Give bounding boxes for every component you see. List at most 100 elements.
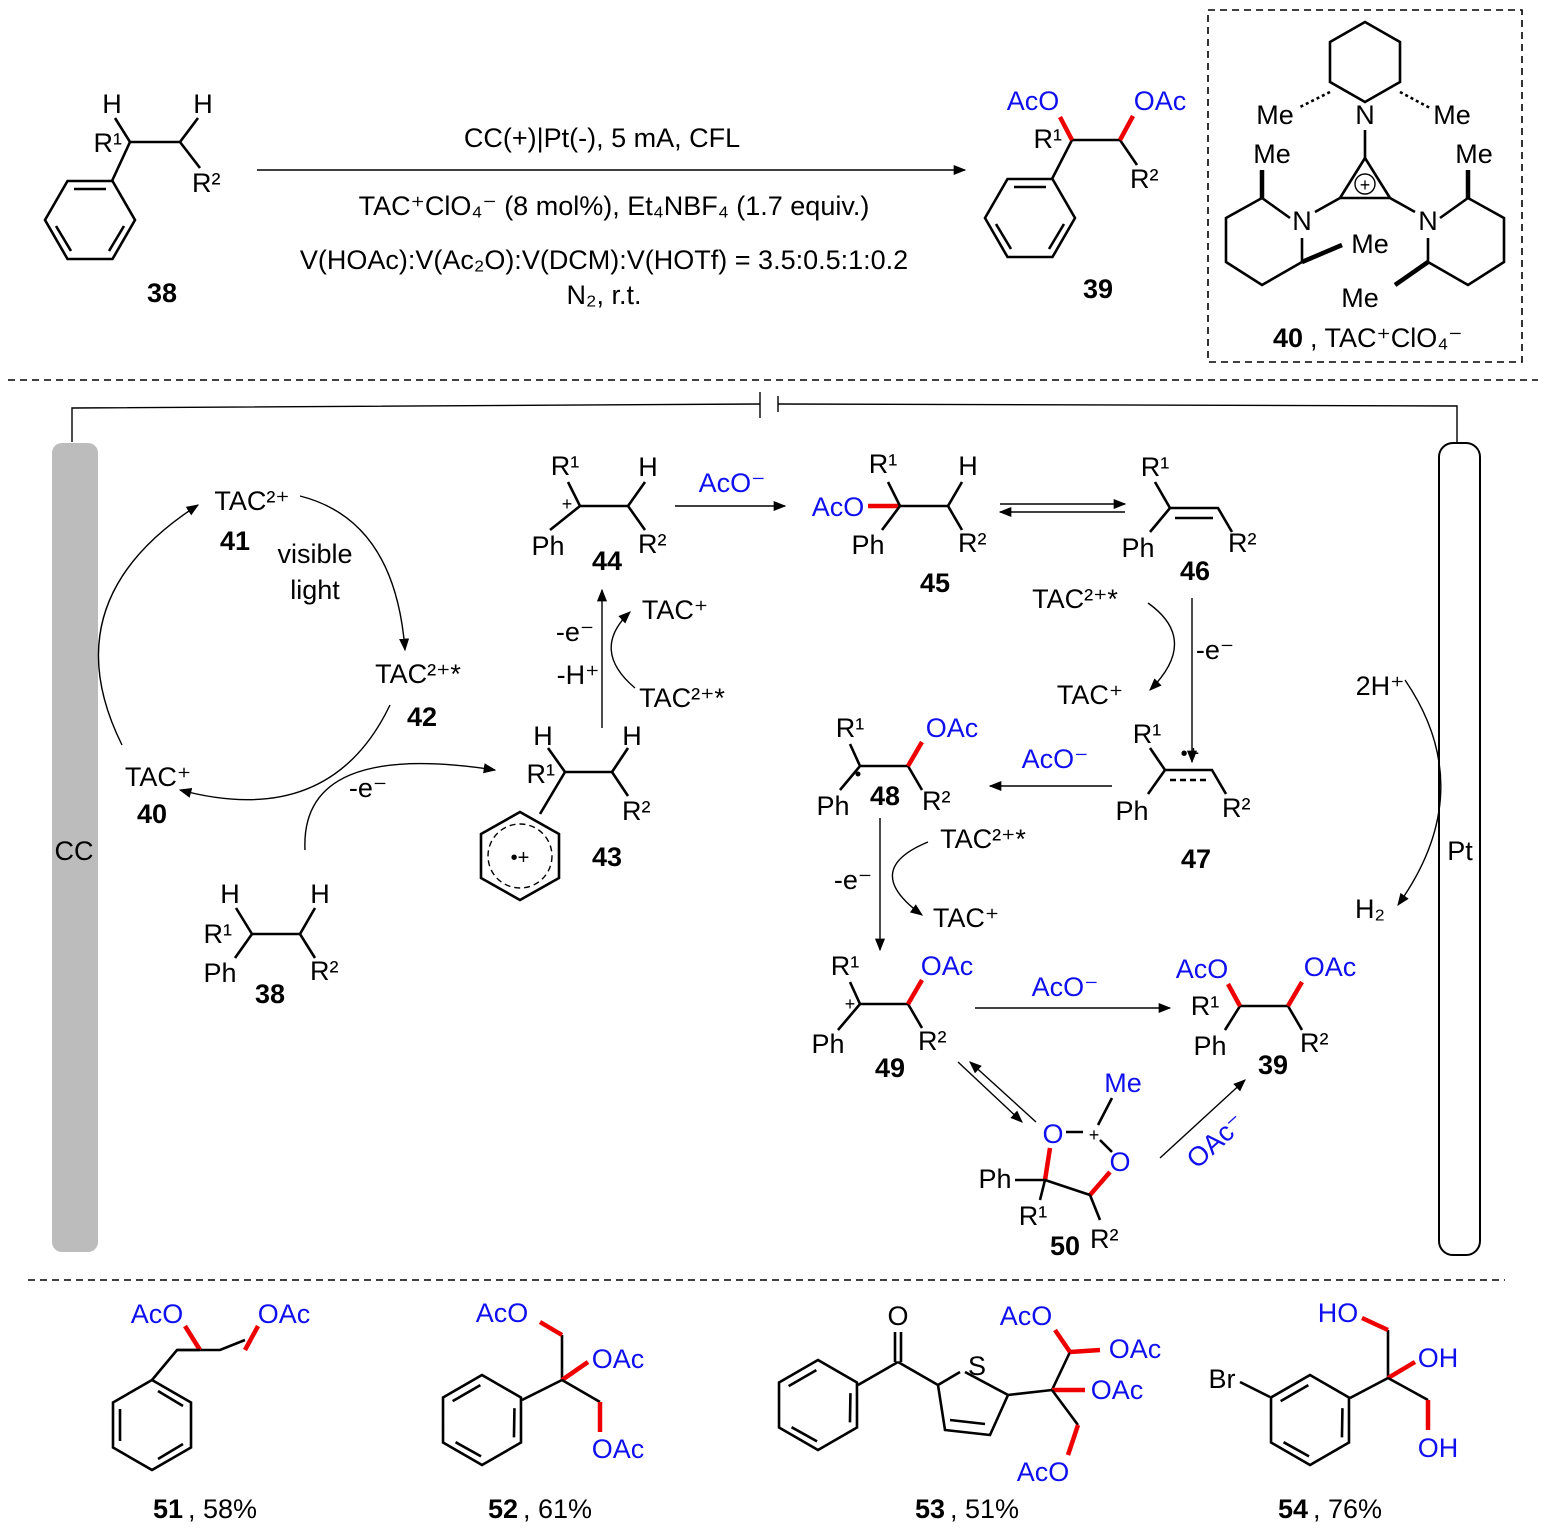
compound-50: O O + Me Ph R¹ 50 R² xyxy=(978,1068,1141,1261)
compound-39-mech: AcO OAc R¹ Ph R² 39 xyxy=(1176,952,1357,1080)
svg-text:R²: R² xyxy=(1090,1224,1119,1254)
svg-text:R¹: R¹ xyxy=(204,919,233,949)
svg-text:•+: •+ xyxy=(511,847,530,869)
svg-text:TAC⁺: TAC⁺ xyxy=(1057,680,1123,710)
svg-text:Br: Br xyxy=(1209,1364,1236,1394)
svg-text:39: 39 xyxy=(1083,274,1113,304)
svg-text:HO: HO xyxy=(1318,1298,1359,1328)
svg-text:Me: Me xyxy=(1433,100,1471,130)
step-43-to-44: -e⁻ -H⁺ TAC⁺ TAC²⁺* xyxy=(556,588,725,728)
product-53: O S AcO OAc OAc AcO 53 , 51% xyxy=(758,1301,1161,1524)
svg-text:Ph: Ph xyxy=(1193,1031,1226,1061)
compound-44: R¹ H + Ph R² 44 xyxy=(531,451,666,576)
svg-text:R¹: R¹ xyxy=(551,451,580,481)
reaction-conditions: CC(+)|Pt(-), 5 mA, CFL TAC⁺ClO₄⁻ (8 mol%… xyxy=(257,123,967,310)
svg-text:OH: OH xyxy=(1418,1343,1459,1373)
svg-text:N: N xyxy=(1292,206,1312,236)
svg-text:TAC²⁺*: TAC²⁺* xyxy=(375,659,461,689)
product-52: AcO OAc OAc 52 , 61% xyxy=(422,1298,645,1524)
svg-text:Ph: Ph xyxy=(1115,796,1148,826)
svg-text:TAC⁺ClO₄⁻ (8 mol%), Et₄NBF₄ (1: TAC⁺ClO₄⁻ (8 mol%), Et₄NBF₄ (1.7 equiv.) xyxy=(359,191,870,221)
svg-text:40: 40 xyxy=(137,799,167,829)
svg-text:42: 42 xyxy=(407,702,437,732)
svg-text:, 51%: , 51% xyxy=(950,1494,1019,1524)
svg-text:V(HOAc):V(Ac₂O):V(DCM):V(HOTf): V(HOAc):V(Ac₂O):V(DCM):V(HOTf) = 3.5:0.5… xyxy=(300,245,908,275)
svg-text:S: S xyxy=(968,1351,986,1381)
svg-text:TAC²⁺*: TAC²⁺* xyxy=(940,824,1026,854)
svg-text:H: H xyxy=(102,89,122,119)
svg-text:Ph: Ph xyxy=(531,531,564,561)
svg-text:R²: R² xyxy=(1222,793,1251,823)
svg-text:AcO⁻: AcO⁻ xyxy=(1022,744,1089,774)
svg-text:OAc: OAc xyxy=(921,951,974,981)
svg-text:+: + xyxy=(562,494,573,514)
step-46-to-47: TAC²⁺* -e⁻ TAC⁺ xyxy=(1032,584,1234,764)
svg-text:OH: OH xyxy=(1418,1433,1459,1463)
svg-text:Me: Me xyxy=(1253,139,1291,169)
svg-text:Me: Me xyxy=(1256,100,1294,130)
svg-text:H: H xyxy=(958,451,978,481)
compound-38-mech: H H R¹ Ph R² 38 xyxy=(203,879,338,1009)
svg-text:O: O xyxy=(887,1301,908,1331)
svg-text:TAC²⁺: TAC²⁺ xyxy=(214,486,289,516)
photocatalytic-cycle: TAC²⁺ 41 visible light TAC²⁺* 42 TAC⁺ 40… xyxy=(97,486,497,851)
svg-text:H: H xyxy=(533,721,553,751)
compound-48: R¹ OAc Ph 48 R² xyxy=(816,713,978,821)
svg-text:R¹: R¹ xyxy=(869,449,898,479)
cc-anode xyxy=(52,443,98,1252)
svg-text:R¹: R¹ xyxy=(1019,1201,1048,1231)
svg-text:OAc: OAc xyxy=(926,713,979,743)
svg-text:R¹: R¹ xyxy=(1133,719,1162,749)
svg-text:H: H xyxy=(220,879,240,909)
svg-text:•+: •+ xyxy=(1181,743,1200,765)
svg-text:OAc: OAc xyxy=(1091,1375,1144,1405)
svg-text:-H⁺: -H⁺ xyxy=(557,660,600,690)
product-51: AcO OAc 51 , 58% xyxy=(111,1299,311,1524)
svg-text:H: H xyxy=(622,721,642,751)
svg-text:48: 48 xyxy=(870,781,900,811)
compound-46: R¹ Ph R² 46 xyxy=(1121,452,1256,586)
svg-text:N₂, r.t.: N₂, r.t. xyxy=(567,280,642,310)
svg-text:50: 50 xyxy=(1050,1231,1080,1261)
svg-text:N: N xyxy=(1355,100,1375,130)
electrochemical-cell: CC Pt xyxy=(52,392,1481,1256)
svg-text:+: + xyxy=(845,994,856,1014)
svg-text:OAc: OAc xyxy=(258,1299,311,1329)
svg-text:Me: Me xyxy=(1455,139,1493,169)
svg-text:R²: R² xyxy=(1228,528,1257,558)
svg-text:+: + xyxy=(1089,1125,1100,1145)
svg-text:2H⁺: 2H⁺ xyxy=(1356,671,1405,701)
svg-text:R²: R² xyxy=(918,1026,947,1056)
svg-text:43: 43 xyxy=(592,842,622,872)
svg-text:OAc: OAc xyxy=(592,1434,645,1464)
svg-text:, 58%: , 58% xyxy=(188,1494,257,1524)
svg-text:R²: R² xyxy=(310,956,339,986)
svg-text:AcO: AcO xyxy=(1000,1301,1053,1331)
svg-text:R¹: R¹ xyxy=(1141,452,1170,482)
svg-text:TAC⁺: TAC⁺ xyxy=(642,595,708,625)
compound-38-top: H H R¹ R² 38 xyxy=(43,89,221,308)
svg-text:R¹: R¹ xyxy=(94,128,123,158)
svg-text:AcO: AcO xyxy=(812,492,865,522)
svg-text:Me: Me xyxy=(1341,283,1379,313)
svg-text:R¹: R¹ xyxy=(831,951,860,981)
svg-text:Ph: Ph xyxy=(811,1029,844,1059)
svg-text:O: O xyxy=(1109,1147,1130,1177)
svg-text:Ph: Ph xyxy=(851,530,884,560)
svg-text:47: 47 xyxy=(1181,844,1211,874)
svg-text:-e⁻: -e⁻ xyxy=(556,617,594,647)
svg-text:H₂: H₂ xyxy=(1355,894,1385,924)
svg-text:44: 44 xyxy=(592,546,622,576)
svg-text:-e⁻: -e⁻ xyxy=(349,773,387,803)
svg-text:R²: R² xyxy=(192,168,221,198)
svg-text:53: 53 xyxy=(915,1494,945,1524)
svg-text:H: H xyxy=(310,879,330,909)
compound-45: AcO R¹ H Ph R² 45 xyxy=(812,449,987,598)
svg-text:R¹: R¹ xyxy=(1034,124,1063,154)
pt-cathode xyxy=(1438,442,1481,1256)
svg-text:AcO: AcO xyxy=(1007,86,1060,116)
svg-text:AcO: AcO xyxy=(1017,1457,1070,1487)
svg-text:40: 40 xyxy=(1273,323,1303,353)
svg-text:AcO: AcO xyxy=(476,1298,529,1328)
